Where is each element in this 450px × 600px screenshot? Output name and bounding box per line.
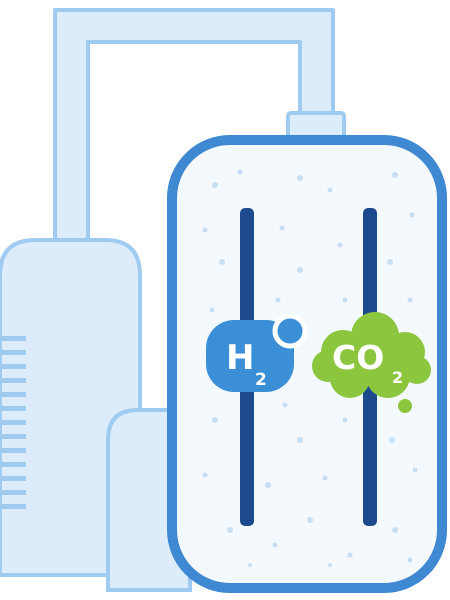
co2-symbol: CO — [332, 338, 385, 377]
hydrogen-blob — [206, 313, 308, 392]
storage-tank — [0, 238, 142, 577]
gas-bubbles — [202, 169, 418, 567]
hydrogen-subscript: 2 — [255, 370, 267, 390]
cooling-fins — [0, 336, 26, 509]
co2-cloud — [312, 312, 431, 413]
co2-subscript: 2 — [392, 368, 404, 387]
hydrogen-symbol: H — [226, 338, 255, 378]
